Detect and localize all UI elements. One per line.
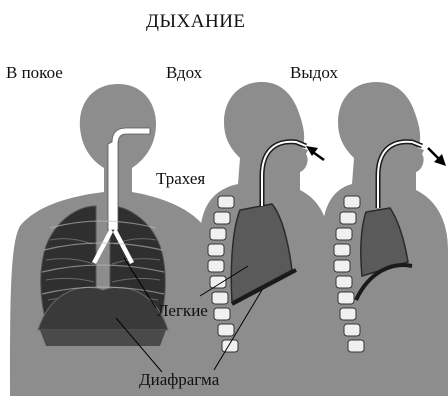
- front-view-figure: [10, 84, 214, 396]
- panel-label-rest: В покое: [6, 63, 63, 83]
- exhale-figure: [322, 82, 448, 396]
- panel-label-exhale: Выдох: [290, 63, 338, 83]
- panel-label-inhale: Вдох: [166, 63, 202, 83]
- label-lungs: Легкие: [157, 301, 208, 321]
- arrow-out-of-nose-icon: [428, 148, 446, 166]
- diagram-title: ДЫХАНИЕ: [146, 11, 246, 33]
- arrow-into-nose-icon: [306, 146, 324, 160]
- label-diaphragm: Диафрагма: [139, 370, 219, 390]
- inhale-figure: [200, 82, 330, 396]
- label-trachea: Трахея: [156, 169, 205, 189]
